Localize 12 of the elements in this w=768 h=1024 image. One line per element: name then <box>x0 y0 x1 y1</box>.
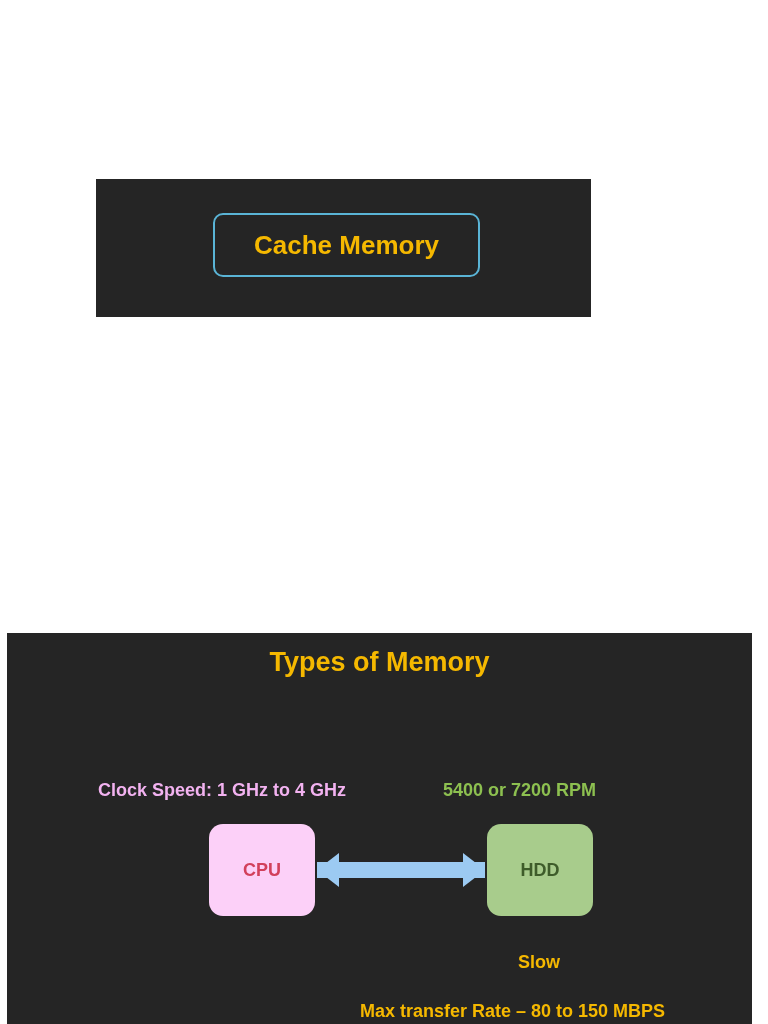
title-box <box>213 213 480 277</box>
slide-panel <box>7 633 752 1024</box>
node-annotation: Clock Speed: 1 GHz to 4 GHz <box>98 780 347 801</box>
double-arrow <box>317 852 485 888</box>
node-annotation: 5400 or 7200 RPM <box>443 780 597 801</box>
node-label: Cache Memory <box>253 229 440 261</box>
slide-panel <box>96 179 591 317</box>
node-annotation: Slow <box>518 952 560 973</box>
node-label: CPU <box>242 859 282 881</box>
node-label: HDD <box>519 859 561 881</box>
slide-title: Types of Memory <box>268 647 491 678</box>
node-annotation: Max transfer Rate – 80 to 150 MBPS <box>360 1001 666 1022</box>
